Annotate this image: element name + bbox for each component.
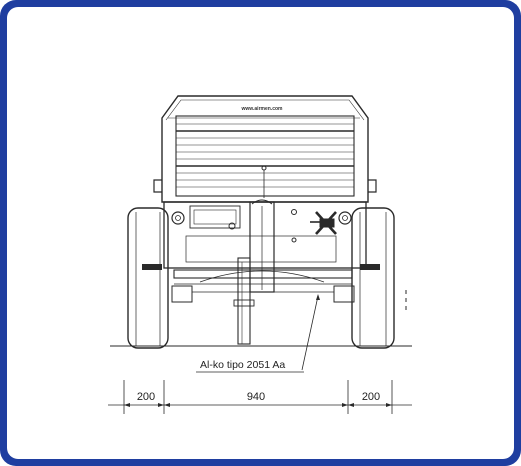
dim-center: 940 (247, 391, 265, 403)
louvre-grille (175, 115, 355, 197)
axle (171, 269, 355, 303)
part-label: Al-ko tipo 2051 Aa (200, 359, 285, 371)
website-label: www.airmen.com (241, 106, 283, 112)
technical-drawing-rear-view: www.airmen.com (108, 95, 412, 414)
left-wheel (127, 207, 169, 349)
hood: www.airmen.com (161, 95, 369, 203)
side-handles (153, 165, 377, 198)
dimension-lines (108, 380, 412, 414)
part-leader (196, 294, 320, 373)
right-wheel (351, 207, 395, 349)
dim-left: 200 (137, 391, 155, 403)
jockey-stand (233, 257, 255, 345)
dim-right: 200 (362, 391, 380, 403)
drawing-panel: www.airmen.com (7, 7, 514, 459)
left-light-icon (171, 211, 185, 225)
air-valves (310, 211, 337, 235)
right-light-icon (338, 211, 352, 225)
